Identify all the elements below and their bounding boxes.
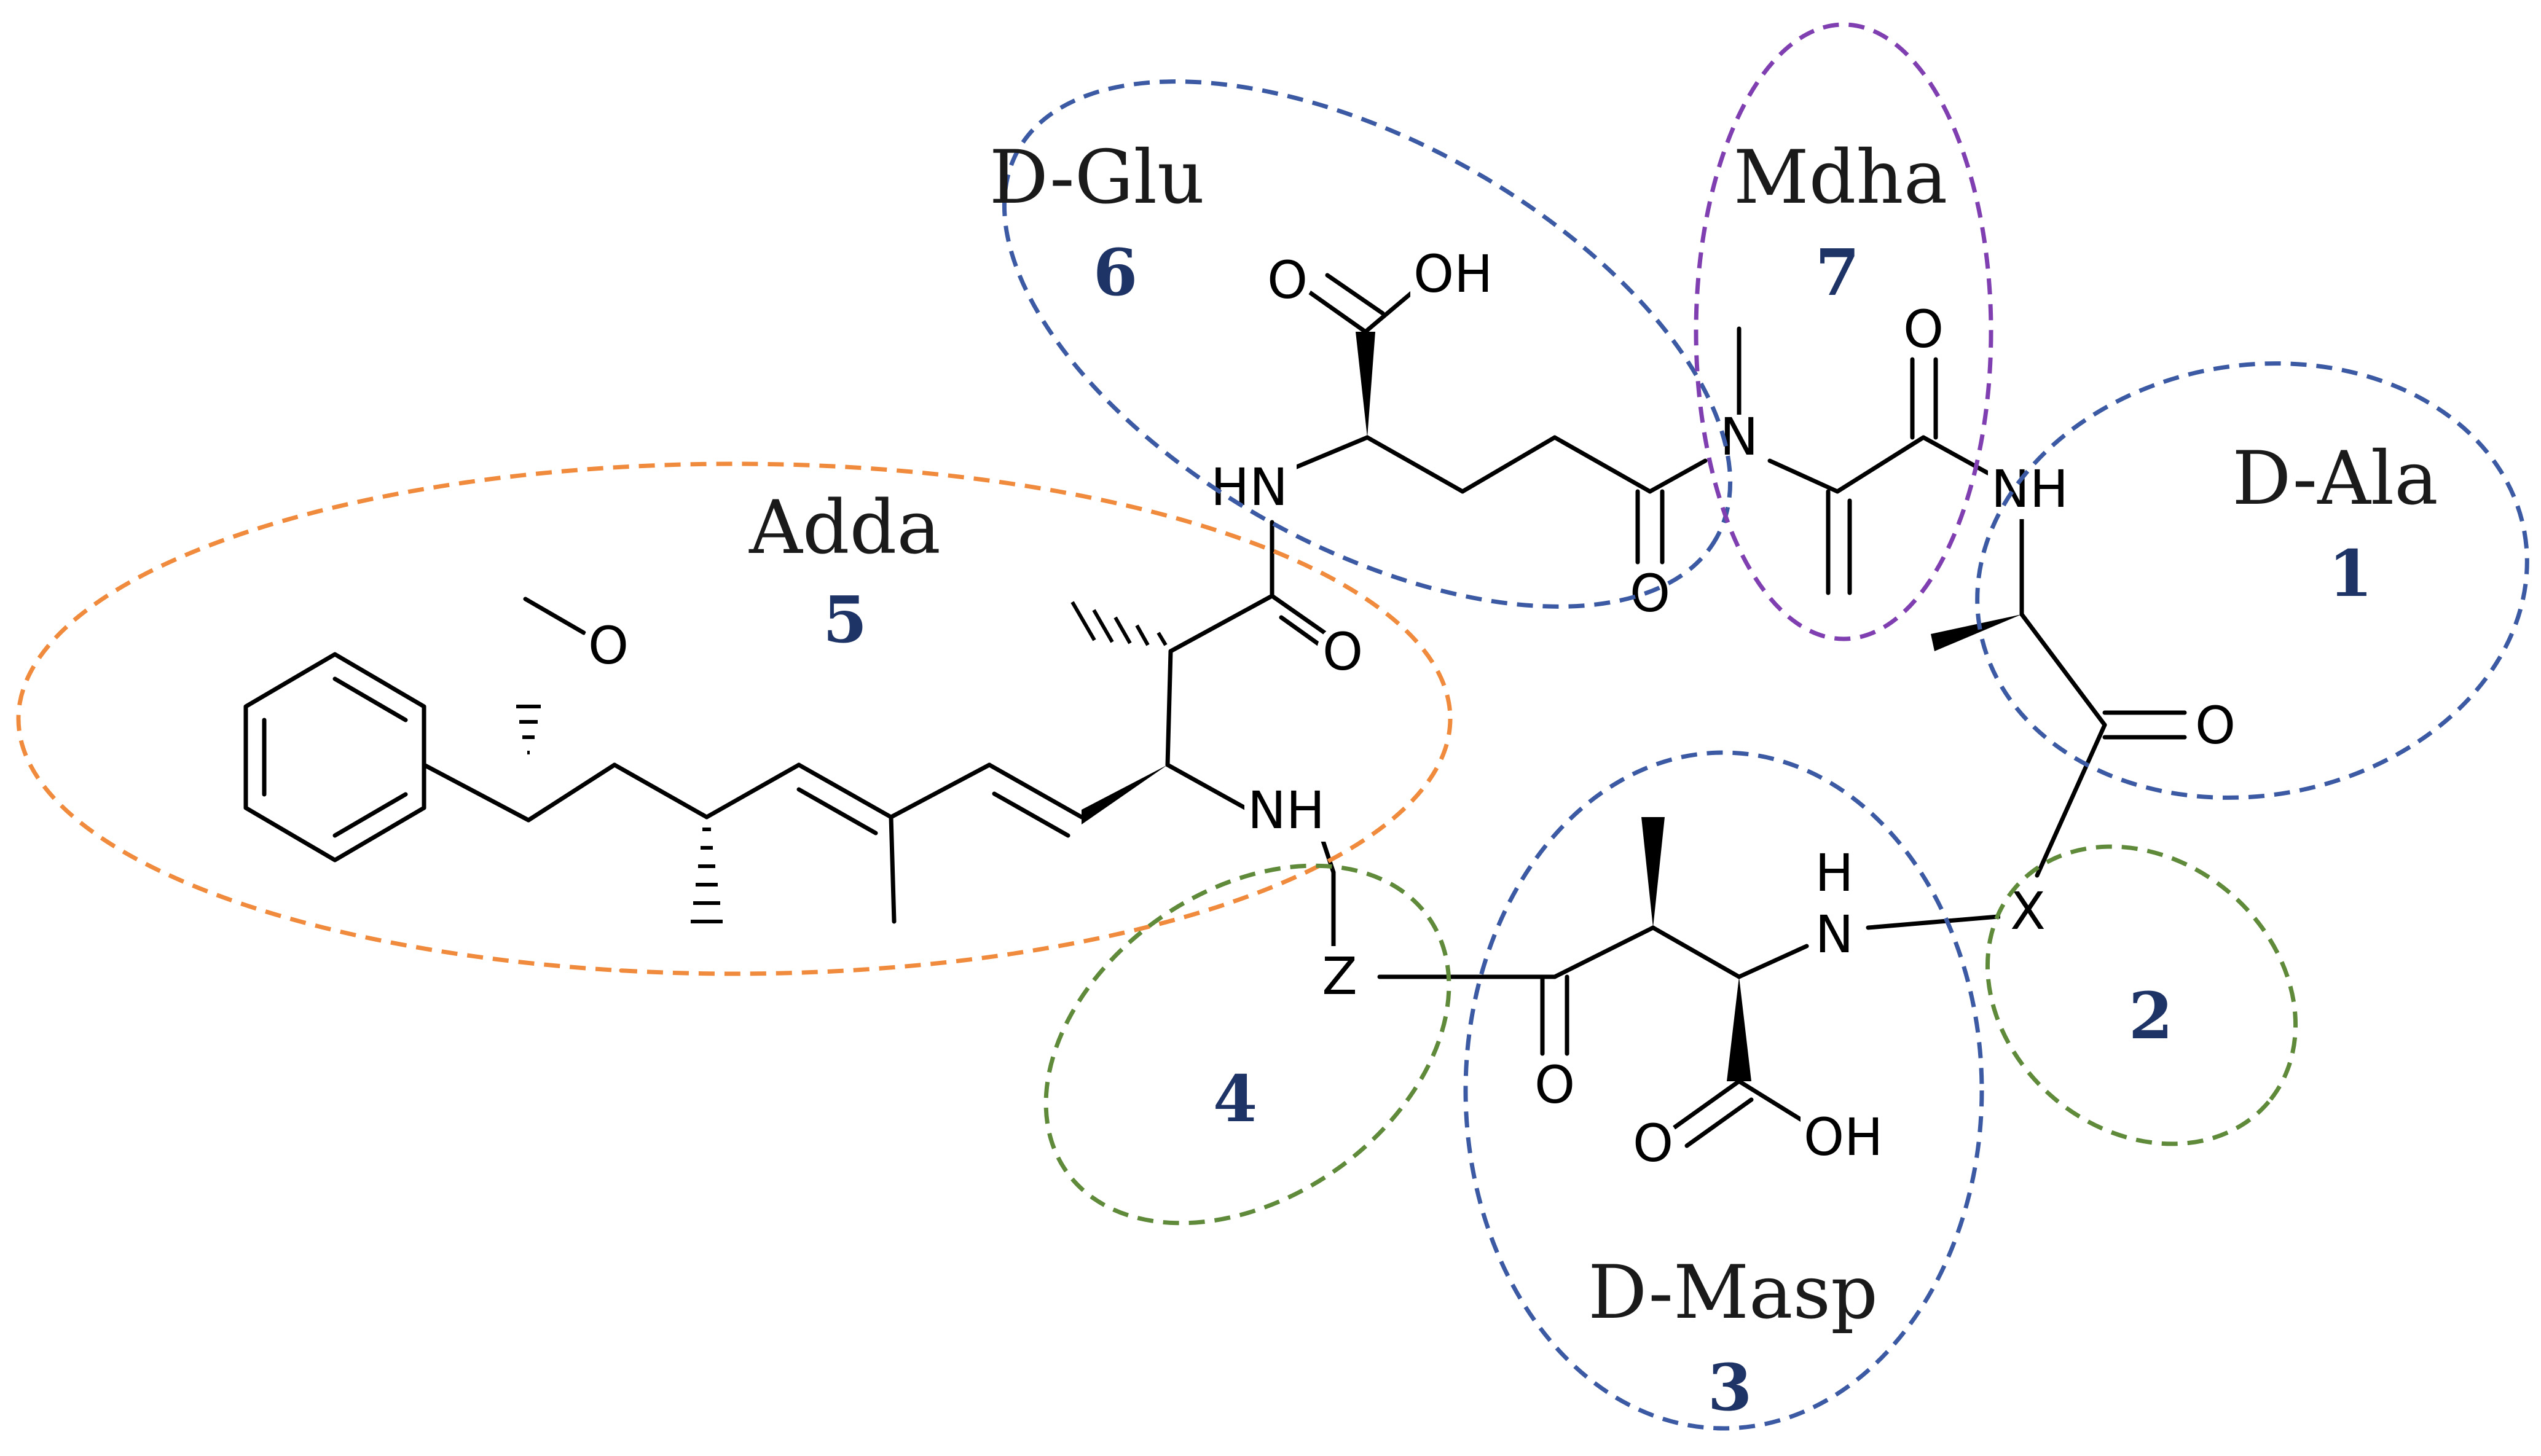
carbonyl-bond	[1279, 615, 1327, 651]
region-d-masp	[1463, 750, 1984, 1431]
residue-name-d-glu: D-Glu	[989, 135, 1205, 221]
amide-bond	[1648, 458, 1708, 494]
wedge-bond	[1082, 765, 1168, 824]
carboxyl-bond	[1684, 1097, 1754, 1148]
atom-oxygen: O	[1267, 250, 1308, 310]
chain-bond	[1552, 925, 1655, 979]
residue-regions	[16, 22, 2529, 1431]
residue-name-d-masp: D-Masp	[1588, 1250, 1878, 1336]
atom-nitrogen: N	[1815, 904, 1854, 965]
atom-nh: NH	[1247, 780, 1325, 840]
residue-name-adda: Adda	[748, 485, 941, 571]
atom-oxygen: O	[1633, 1113, 1673, 1173]
atom-oxygen: O	[1322, 622, 1363, 682]
chemical-bonds	[243, 273, 2187, 1148]
chain-bond	[1294, 435, 1370, 469]
benzene-inner-bond	[332, 792, 408, 838]
region-mdha	[1694, 22, 1993, 641]
carboxyl-bond	[1306, 289, 1368, 334]
residue-number-1: 1	[2328, 536, 2373, 611]
chain-bond	[889, 762, 992, 820]
atom-oxygen: O	[588, 616, 629, 676]
chain-bond	[612, 762, 709, 820]
chain-bond	[1767, 458, 1840, 494]
chain-bond	[1365, 435, 1465, 494]
atom-oxygen: O	[2195, 695, 2236, 756]
chain-bond	[2019, 612, 2107, 727]
chain-bond	[1737, 944, 1809, 979]
benzene-inner-bond	[332, 676, 408, 722]
atom-x: X	[2010, 881, 2046, 941]
atom-oh: OH	[1413, 244, 1493, 304]
hash-bond-methoxy	[516, 705, 541, 754]
chain-bond	[1866, 913, 2015, 930]
atom-nh: NH	[1991, 459, 2068, 519]
residue-number-5: 5	[823, 582, 867, 657]
region-d-glu	[1002, 79, 1733, 609]
atom-hydrogen: H	[1815, 843, 1853, 903]
chain-bond	[1651, 925, 1742, 979]
double-bond-inner	[992, 791, 1070, 838]
chain-bond	[526, 762, 617, 823]
carboxyl-bond	[1363, 286, 1419, 334]
residue-number-7: 7	[1815, 235, 1860, 310]
chain-bond	[704, 762, 801, 820]
residue-labels: D-Glu 6 Mdha 7 Adda 5 D-Ala 1 2 4 D-Masp…	[748, 135, 2438, 1425]
double-bond	[796, 762, 893, 820]
carboxyl-bond	[1737, 1079, 1806, 1124]
chain-bond	[1165, 762, 1253, 813]
region-x	[1985, 844, 2298, 1146]
carbonyl-bond	[1270, 593, 1336, 641]
double-bond	[987, 762, 1084, 820]
residue-name-d-ala: D-Ala	[2232, 436, 2438, 522]
chain-bond	[889, 815, 897, 924]
atom-oxygen: O	[1903, 299, 1944, 359]
carboxyl-bond	[1672, 1079, 1742, 1130]
residue-number-3: 3	[1708, 1350, 1752, 1425]
residue-name-mdha: Mdha	[1734, 135, 1948, 221]
atom-oh: OH	[1804, 1107, 1883, 1167]
chain-bond	[1168, 593, 1274, 654]
chain-bond	[2035, 722, 2107, 878]
region-d-ala	[1975, 361, 2529, 800]
wedge-bond	[1356, 332, 1375, 437]
region-adda	[16, 461, 1453, 976]
chain-bond	[422, 762, 531, 823]
atom-oxygen: O	[1534, 1055, 1575, 1115]
region-z	[1043, 863, 1451, 1226]
wedge-bond	[1931, 614, 2022, 651]
wedge-bond	[1727, 977, 1751, 1081]
residue-number-6: 6	[1093, 235, 1137, 310]
residue-number-4: 4	[1213, 1061, 1257, 1137]
chain-bond	[1835, 435, 1926, 494]
double-bond-inner	[796, 787, 878, 836]
atom-labels: O NH Z O HN O OH O N O NH O X H N O O	[583, 244, 2241, 1173]
amide-bond	[1921, 435, 1990, 476]
stereo-bonds	[516, 332, 2022, 1081]
atom-z: Z	[1322, 946, 1357, 1006]
wedge-bond	[1641, 817, 1665, 928]
carboxyl-bond	[1325, 273, 1385, 316]
chain-bond	[1552, 435, 1652, 494]
benzene-ring	[243, 652, 426, 863]
atom-hn: HN	[1211, 457, 1288, 517]
chain-bond	[1165, 649, 1173, 767]
chain-bond	[1460, 435, 1557, 494]
residue-number-2: 2	[2129, 978, 2173, 1054]
hash-bond-adda-methyl	[1070, 601, 1168, 646]
hash-bond-methyl	[691, 828, 723, 923]
methoxy-bond	[523, 597, 586, 635]
